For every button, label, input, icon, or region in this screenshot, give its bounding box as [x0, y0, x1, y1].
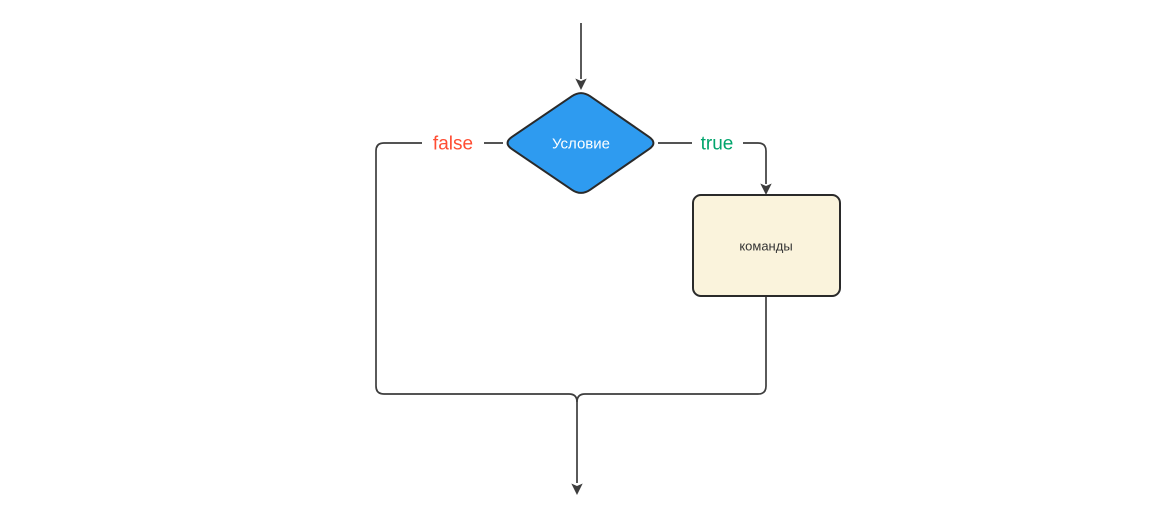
- edge-false-branch: [375, 142, 578, 483]
- edge-true-branch: [658, 142, 767, 184]
- arrowhead-exit-icon: [571, 483, 583, 495]
- condition-diamond-node: [506, 92, 655, 194]
- false-branch-label: false: [433, 134, 473, 155]
- true-branch-label: true: [701, 134, 734, 155]
- arrowhead-true-branch-icon: [760, 183, 772, 195]
- edge-commands-exit: [576, 296, 767, 403]
- true-label-background: [692, 132, 743, 154]
- commands-box-node: [692, 194, 841, 297]
- arrowhead-entry-icon: [575, 78, 587, 90]
- condition-label: Условие: [552, 136, 610, 153]
- commands-label: команды: [739, 239, 792, 254]
- false-label-background: [422, 132, 484, 154]
